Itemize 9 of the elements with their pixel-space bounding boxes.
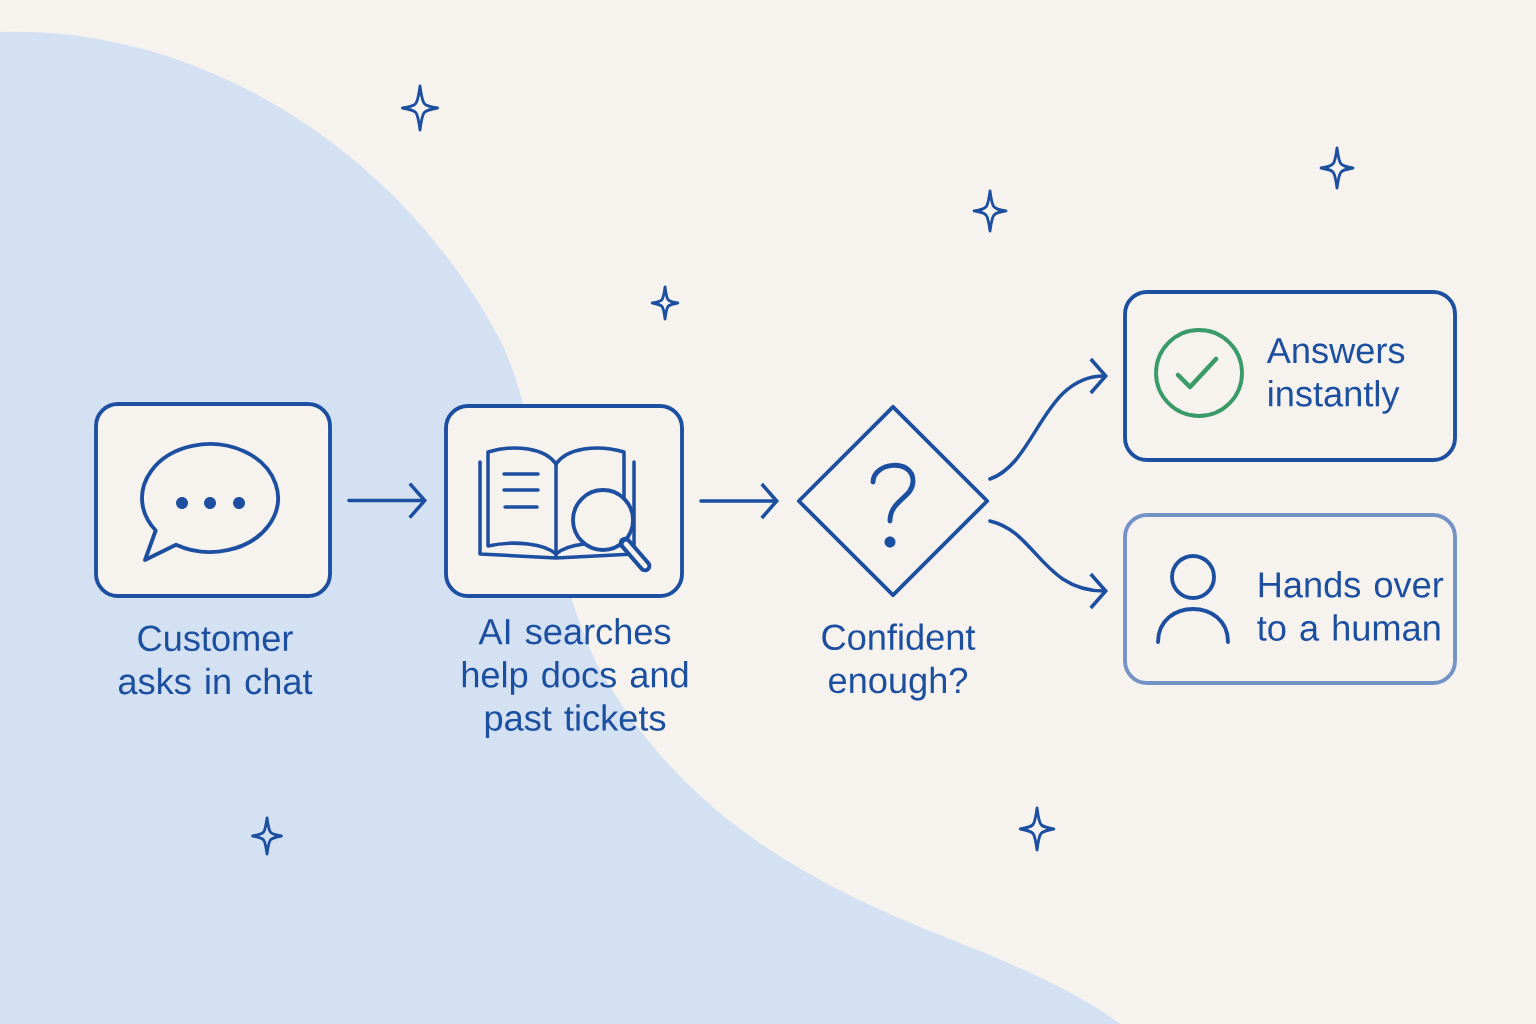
outcome-box: Answers instantly	[1123, 290, 1457, 462]
arrow	[988, 357, 1109, 481]
step-caption: Confident enough?	[822, 623, 976, 701]
step-caption: AI searches help docs and past tickets	[462, 617, 688, 739]
arrow	[347, 482, 428, 519]
arrow	[699, 482, 780, 520]
step-caption: Customer asks in chat	[118, 625, 313, 695]
outcome-box: Hands over to a human	[1123, 513, 1457, 685]
arrow	[988, 519, 1109, 610]
